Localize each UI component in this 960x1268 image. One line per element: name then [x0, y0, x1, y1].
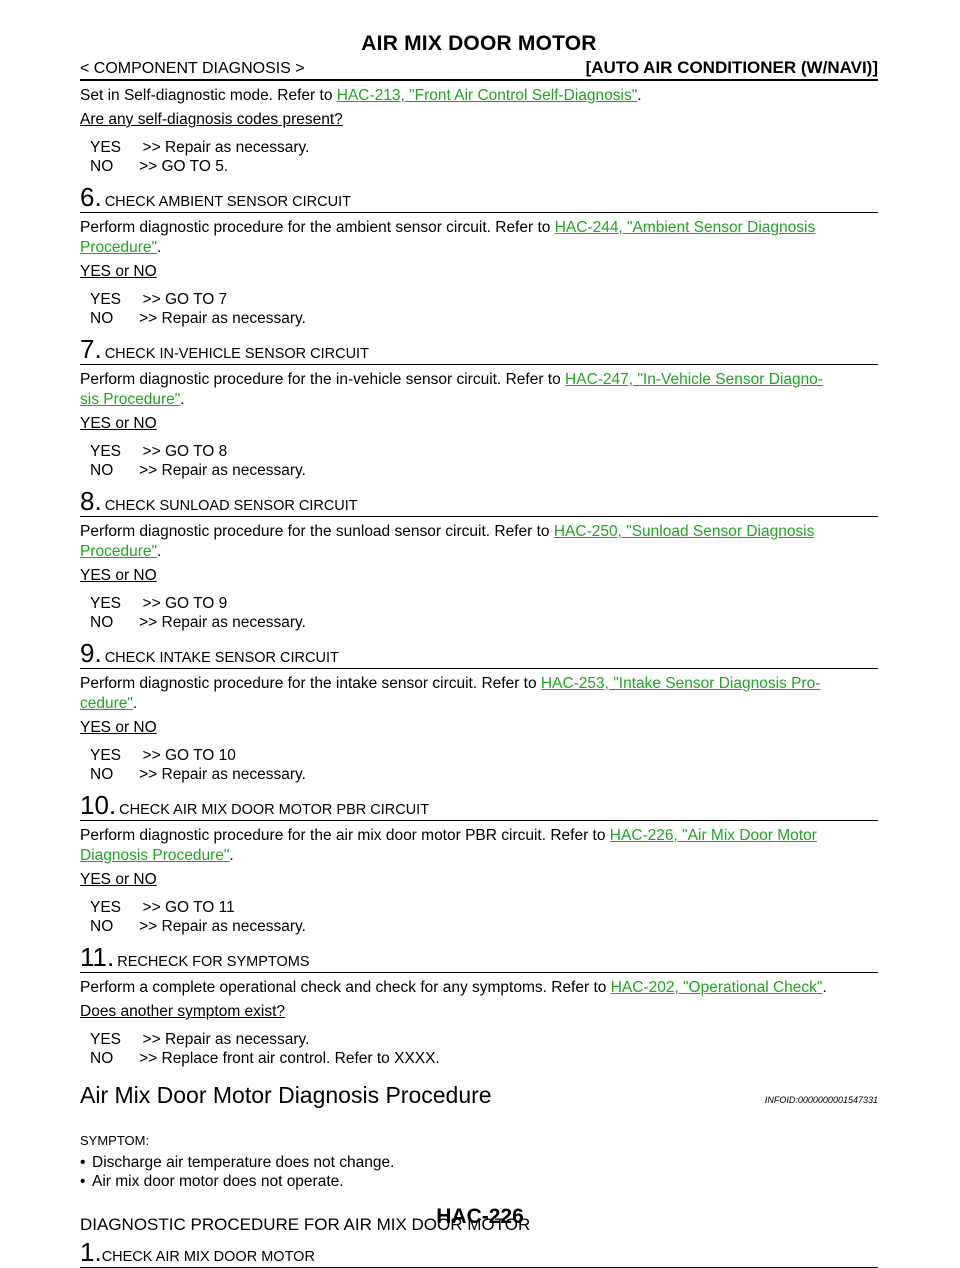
- step-title: CHECK SUNLOAD SENSOR CIRCUIT: [104, 498, 358, 514]
- answer-yes: YES >> GO TO 11: [90, 899, 235, 916]
- step-link[interactable]: HAC-202, "Operational Check": [610, 979, 823, 996]
- step-link-continued[interactable]: Diagnosis Procedure": [80, 847, 230, 864]
- step-link-continued[interactable]: cedure": [80, 695, 133, 712]
- step-heading: 9. CHECK INTAKE SENSOR CIRCUIT: [80, 640, 878, 669]
- answer-no: NO >> Replace front air control. Refer t…: [90, 1050, 440, 1067]
- answer-no: NO >> Repair as necessary.: [90, 766, 306, 783]
- step-heading: 6. CHECK AMBIENT SENSOR CIRCUIT: [80, 184, 878, 213]
- step-text-body: Perform diagnostic procedure for the amb…: [80, 219, 555, 236]
- step-heading: 1. CHECK AIR MIX DOOR MOTOR: [80, 1239, 878, 1268]
- step-number: 8.: [80, 486, 102, 516]
- step-heading: 7. CHECK IN-VEHICLE SENSOR CIRCUIT: [80, 336, 878, 365]
- symptom-label: SYMPTOM:: [80, 1133, 150, 1148]
- answer-no: NO >> Repair as necessary.: [90, 310, 306, 327]
- step-number: 11.: [80, 942, 115, 972]
- step-link[interactable]: HAC-244, "Ambient Sensor Diagnosis: [554, 219, 816, 236]
- step-number: 1.: [80, 1237, 102, 1267]
- step-text: Perform a complete operational check and…: [80, 979, 827, 996]
- header-divider: [80, 79, 878, 81]
- step-answers: YES >> Repair as necessary. NO >> Replac…: [80, 1030, 878, 1068]
- step-number: 7.: [80, 334, 102, 364]
- step-heading: 11. RECHECK FOR SYMPTOMS: [80, 944, 878, 973]
- step-title: CHECK IN-VEHICLE SENSOR CIRCUIT: [104, 346, 369, 362]
- bullet-icon: •: [80, 1154, 86, 1171]
- step-link-continued[interactable]: sis Procedure": [80, 391, 181, 408]
- diagnostic-procedure-title: DIAGNOSTIC PROCEDURE FOR AIR MIX DOOR MO…: [80, 1215, 531, 1234]
- step-text: Perform diagnostic procedure for the sun…: [80, 523, 815, 560]
- step-title: CHECK AMBIENT SENSOR CIRCUIT: [104, 194, 351, 210]
- answer-yes: YES >> GO TO 7: [90, 291, 228, 308]
- list-item-text: Discharge air temperature does not chang…: [92, 1154, 395, 1171]
- step-heading: 10. CHECK AIR MIX DOOR MOTOR PBR CIRCUIT: [80, 792, 878, 821]
- step-title: RECHECK FOR SYMPTOMS: [117, 954, 310, 970]
- answer-no: NO >> Repair as necessary.: [90, 462, 306, 479]
- step-answers: YES >> GO TO 8 NO >> Repair as necessary…: [80, 442, 878, 480]
- step-answers: YES >> GO TO 11 NO >> Repair as necessar…: [80, 898, 878, 936]
- bullet-icon: •: [80, 1173, 86, 1190]
- step-text-body: Perform diagnostic procedure for the int…: [80, 675, 541, 692]
- intro-text: Set in Self-diagnostic mode. Refer to HA…: [80, 87, 642, 104]
- step-text-body: Perform diagnostic procedure for the in-…: [80, 371, 566, 388]
- step-text-body: Perform a complete operational check and…: [80, 979, 611, 996]
- step-link[interactable]: HAC-253, "Intake Sensor Diagnosis Pro-: [540, 675, 821, 692]
- answer-no: NO >> GO TO 5.: [90, 158, 229, 175]
- step-number: 6.: [80, 182, 102, 212]
- answer-no: NO >> Repair as necessary.: [90, 918, 306, 935]
- step-link[interactable]: HAC-250, "Sunload Sensor Diagnosis: [553, 523, 815, 540]
- symptom-list: • Discharge air temperature does not chan…: [80, 1153, 878, 1191]
- step-answers: YES >> GO TO 7 NO >> Repair as necessary…: [80, 290, 878, 328]
- answer-yes: YES >> GO TO 8: [90, 443, 228, 460]
- step-title: CHECK AIR MIX DOOR MOTOR: [101, 1249, 315, 1265]
- step-text: Perform diagnostic procedure for the amb…: [80, 219, 816, 256]
- answer-no: NO >> Repair as necessary.: [90, 614, 306, 631]
- list-item: • Discharge air temperature does not chan…: [80, 1153, 878, 1172]
- step-text: Perform diagnostic procedure for the air…: [80, 827, 817, 864]
- step-question: Does another symptom exist?: [80, 1003, 286, 1020]
- info-id: INFOID:0000000001547331: [764, 1095, 878, 1105]
- answer-yes: YES >> GO TO 10: [90, 747, 236, 764]
- step-link-continued[interactable]: Procedure": [80, 543, 158, 560]
- intro-link[interactable]: HAC-213, "Front Air Control Self-Diagnos…: [336, 87, 638, 104]
- step-number: 10.: [80, 790, 117, 820]
- header-model-label: [AUTO AIR CONDITIONER (W/NAVI)]: [585, 58, 878, 77]
- step-text-body: Perform diagnostic procedure for the air…: [80, 827, 610, 844]
- step-link[interactable]: HAC-247, "In-Vehicle Sensor Diagno-: [565, 371, 823, 388]
- list-item-text: Air mix door motor does not operate.: [92, 1173, 344, 1190]
- section-title: Air Mix Door Motor Diagnosis Procedure: [80, 1082, 492, 1108]
- list-item: • Air mix door motor does not operate.: [80, 1172, 878, 1191]
- step-question: YES or NO: [80, 871, 157, 888]
- document-body: Set in Self-diagnostic mode. Refer to HA…: [80, 86, 878, 1268]
- step-question: YES or NO: [80, 567, 157, 584]
- step-question: YES or NO: [80, 415, 157, 432]
- step-text: Perform diagnostic procedure for the int…: [80, 675, 821, 712]
- step-text-body: Perform diagnostic procedure for the sun…: [80, 523, 554, 540]
- intro-text-body: Set in Self-diagnostic mode. Refer to: [80, 87, 337, 104]
- section-heading: Air Mix Door Motor Diagnosis Procedure I…: [80, 1082, 878, 1109]
- answer-yes: YES >> Repair as necessary.: [90, 1031, 310, 1048]
- page-header: AIR MIX DOOR MOTOR < COMPONENT DIAGNOSIS…: [80, 30, 878, 86]
- step-text: Perform diagnostic procedure for the in-…: [80, 371, 823, 408]
- page-title: AIR MIX DOOR MOTOR: [361, 32, 597, 55]
- step-question: YES or NO: [80, 719, 157, 736]
- step-title: CHECK INTAKE SENSOR CIRCUIT: [104, 650, 339, 666]
- step-answers: YES >> GO TO 10 NO >> Repair as necessar…: [80, 746, 878, 784]
- step-title: CHECK AIR MIX DOOR MOTOR PBR CIRCUIT: [119, 802, 430, 818]
- intro-question: Are any self-diagnosis codes present?: [80, 111, 343, 128]
- step-question: YES or NO: [80, 263, 157, 280]
- header-section-label: < COMPONENT DIAGNOSIS >: [80, 60, 305, 77]
- step-heading: 8. CHECK SUNLOAD SENSOR CIRCUIT: [80, 488, 878, 517]
- step-number: 9.: [80, 638, 102, 668]
- answer-yes: YES >> Repair as necessary.: [90, 139, 310, 156]
- answer-yes: YES >> GO TO 9: [90, 595, 228, 612]
- step-link[interactable]: HAC-226, "Air Mix Door Motor: [609, 827, 817, 844]
- step-link-continued[interactable]: Procedure": [80, 239, 158, 256]
- page-number: HAC-226: [436, 1205, 524, 1228]
- intro-answers: YES >> Repair as necessary. NO >> GO TO …: [80, 138, 878, 176]
- step-answers: YES >> GO TO 9 NO >> Repair as necessary…: [80, 594, 878, 632]
